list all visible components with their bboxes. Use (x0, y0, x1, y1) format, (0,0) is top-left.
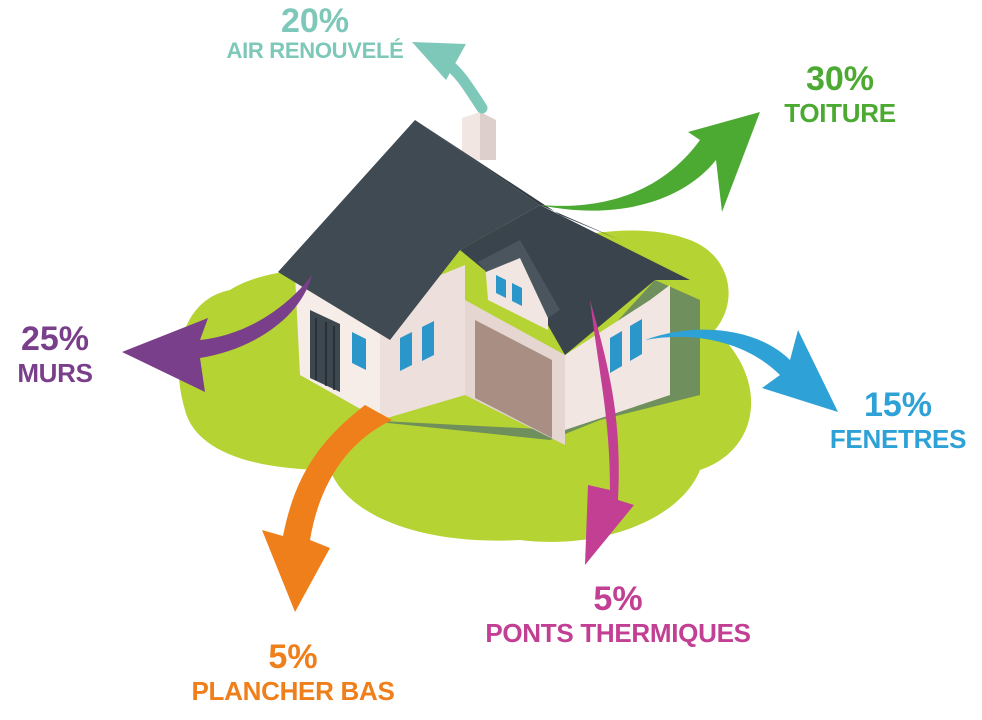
murs-arrow (122, 275, 312, 392)
window (630, 319, 642, 361)
garage-door (475, 320, 552, 438)
label-air-renouvele: 20% AIR RENOUVELÉ (205, 4, 425, 62)
murs-name: MURS (17, 358, 93, 388)
plancher-percent: 5% (268, 638, 318, 676)
label-plancher-bas: 5% PLANCHER BAS (168, 640, 418, 704)
window (352, 332, 366, 370)
murs-percent: 25% (20, 320, 90, 358)
window (400, 332, 412, 371)
main-roof (278, 120, 540, 340)
label-ponts-thermiques: 5% PONTS THERMIQUES (448, 582, 788, 646)
window (422, 321, 434, 361)
air-arrow-head (412, 42, 466, 80)
dormer-roof (478, 240, 560, 318)
fenetres-arrow (645, 329, 838, 412)
plancher-arrow (262, 405, 392, 612)
window (512, 283, 522, 306)
label-toiture: 30% TOITURE (765, 62, 915, 126)
window (610, 331, 622, 373)
toiture-percent: 30% (805, 60, 875, 98)
toiture-name: TOITURE (784, 98, 896, 128)
window (496, 275, 506, 298)
label-fenetres: 15% FENETRES (818, 388, 978, 452)
front-door (310, 310, 340, 392)
ponts-arrow (585, 300, 634, 565)
ponts-name: PONTS THERMIQUES (485, 618, 751, 648)
ponts-percent: 5% (593, 580, 643, 618)
fenetres-name: FENETRES (829, 424, 967, 454)
label-murs: 25% MURS (0, 322, 110, 386)
fenetres-percent: 15% (863, 386, 933, 424)
air-percent: 20% (280, 2, 350, 40)
air-name: AIR RENOUVELÉ (226, 38, 404, 63)
front-door-frame (315, 318, 335, 390)
plancher-name: PLANCHER BAS (191, 676, 395, 706)
chimney-shade (480, 112, 496, 160)
toiture-arrow (540, 112, 760, 212)
